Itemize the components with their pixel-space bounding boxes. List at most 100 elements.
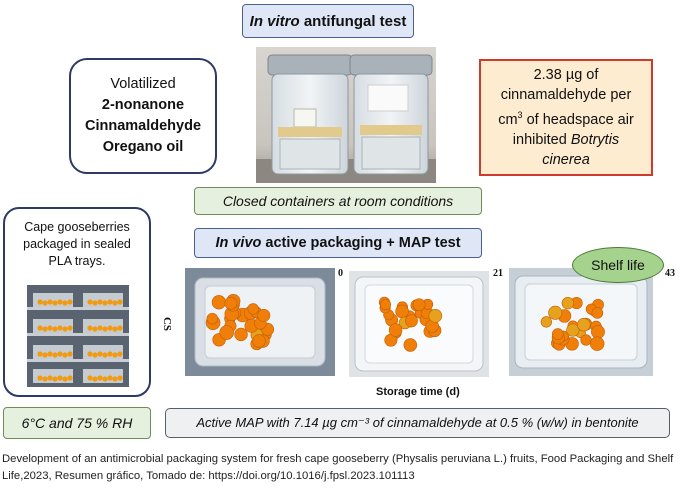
gooseberry-fruit — [117, 325, 123, 331]
tray-photo-day-21 — [349, 271, 489, 377]
gooseberry-fruit — [102, 300, 108, 306]
gooseberry-packaging-box: Cape gooseberries packaged in sealed PLA… — [3, 207, 151, 397]
gooseberry-fruit — [92, 352, 98, 358]
gooseberry-description: Cape gooseberries packaged in sealed PLA… — [23, 220, 131, 268]
gooseberry-fruit — [206, 312, 219, 325]
result-line: 2.38 µg of — [533, 67, 599, 84]
gooseberry-fruit — [257, 308, 271, 322]
gooseberry-fruit — [57, 375, 63, 381]
gooseberry-fruit — [112, 300, 118, 306]
active-map-note: Active MAP with 7.14 µg cm⁻³ of cinnamal… — [165, 408, 670, 438]
gooseberry-fruit — [224, 296, 238, 310]
compound-item: Oregano oil — [102, 139, 184, 155]
gooseberry-fruit — [92, 376, 98, 382]
gooseberry-fruit — [540, 316, 552, 328]
gooseberry-fruit — [548, 305, 563, 320]
gooseberry-fruit — [234, 327, 248, 342]
gooseberry-fruit — [67, 351, 73, 357]
gooseberry-fruit — [37, 375, 43, 381]
gooseberry-fruit — [67, 325, 73, 331]
gooseberry-fruit — [52, 376, 58, 382]
gooseberry-fruit — [47, 299, 53, 305]
gooseberry-fruit — [92, 300, 98, 306]
gooseberry-fruit — [62, 300, 68, 306]
cs-label: CS — [161, 316, 174, 332]
gooseberry-fruit — [405, 314, 418, 328]
gooseberry-fruit — [107, 325, 113, 331]
jars-photo — [256, 47, 436, 183]
gooseberry-fruit — [87, 351, 93, 357]
gooseberry-fruit — [580, 334, 592, 346]
gooseberry-fruit — [47, 325, 53, 331]
gooseberry-fruit — [42, 376, 48, 382]
in-vitro-italic: In vitro — [249, 12, 300, 30]
gooseberry-fruit — [247, 303, 259, 315]
gooseberry-fruit — [388, 323, 403, 337]
day-label-0: 0 — [338, 268, 343, 279]
gooseberry-fruit — [87, 299, 93, 305]
in-vitro-rest: antifungal test — [299, 12, 407, 30]
gooseberry-fruit — [252, 334, 266, 348]
gooseberry-fruit — [87, 325, 93, 331]
gooseberry-fruit — [52, 300, 58, 306]
gooseberry-fruit — [67, 375, 73, 381]
compound-item: 2-nonanone — [101, 97, 185, 113]
in-vivo-rest: active packaging + MAP test — [261, 235, 461, 251]
gooseberry-fruit — [551, 328, 564, 340]
gooseberry-fruit — [97, 375, 103, 381]
gooseberry-fruit — [117, 351, 123, 357]
day-label-21: 21 — [493, 268, 503, 279]
gooseberry-fruit — [92, 326, 98, 332]
gooseberry-fruit — [561, 296, 574, 310]
citation-text: Development of an antimicrobial packagin… — [2, 453, 674, 482]
gooseberry-fruit — [52, 326, 58, 332]
tray-photo-day-0 — [185, 268, 335, 376]
gooseberry-fruit — [102, 352, 108, 358]
gooseberry-fruit — [219, 325, 234, 340]
result-line: cm3 of headspace air — [498, 110, 634, 128]
result-line: cinnamaldehyde per — [500, 87, 632, 104]
gooseberry-fruit — [87, 375, 93, 381]
gooseberry-fruit — [102, 376, 108, 382]
gooseberry-fruit — [577, 318, 591, 332]
gooseberry-fruit — [52, 352, 58, 358]
in-vivo-italic: In vivo — [215, 235, 262, 251]
gooseberry-fruit — [117, 375, 123, 381]
storage-time-label: Storage time (d) — [376, 386, 460, 398]
gooseberry-fruit — [37, 325, 43, 331]
gooseberry-fruit — [112, 326, 118, 332]
gooseberry-fruit — [37, 351, 43, 357]
gooseberry-fruit — [42, 352, 48, 358]
in-vivo-header: In vivo active packaging + MAP test — [194, 228, 482, 258]
result-line: inhibited Botrytis — [512, 131, 620, 148]
closed-containers-box: Closed containers at room conditions — [194, 187, 482, 215]
gooseberry-fruit — [589, 336, 605, 351]
compounds-title: Volatilized — [110, 76, 176, 92]
gooseberry-fruit — [107, 351, 113, 357]
gooseberry-fruit — [57, 325, 63, 331]
gooseberry-fruit — [117, 299, 123, 305]
gooseberry-fruit — [380, 299, 392, 311]
gooseberry-fruit — [112, 352, 118, 358]
gooseberry-fruit — [211, 295, 227, 310]
gooseberry-fruit — [591, 307, 604, 319]
gooseberry-fruit — [62, 352, 68, 358]
refrigerated-trays-photo — [27, 285, 129, 387]
gooseberry-fruit — [42, 326, 48, 332]
in-vitro-header: In vitro antifungal test — [242, 4, 414, 38]
gooseberry-fruit — [428, 309, 443, 323]
gooseberry-fruit — [107, 299, 113, 305]
inhibition-result-box: 2.38 µg of cinnamaldehyde per cm3 of hea… — [479, 59, 653, 176]
gooseberry-fruit — [412, 298, 426, 312]
gooseberry-fruit — [107, 375, 113, 381]
gooseberry-fruit — [57, 351, 63, 357]
gooseberry-fruit — [47, 375, 53, 381]
gooseberry-fruit — [47, 351, 53, 357]
tray-photo-day-43 — [509, 268, 653, 376]
gooseberry-fruit — [102, 326, 108, 332]
compound-item: Cinnamaldehyde — [84, 118, 202, 134]
gooseberry-fruit — [62, 326, 68, 332]
gooseberry-fruit — [62, 376, 68, 382]
storage-conditions-box: 6°C and 75 % RH — [3, 407, 151, 439]
gooseberry-fruit — [97, 351, 103, 357]
